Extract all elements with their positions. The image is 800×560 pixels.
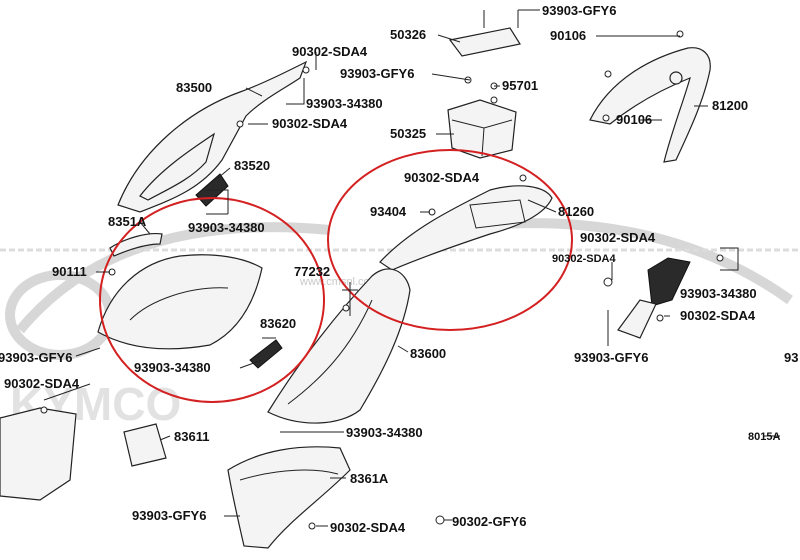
label-90302-sda4-g: 90302-SDA4 [4,376,80,391]
part-83611-plate [123,423,167,467]
label-8351a: 8351A [108,214,147,229]
label-90302-sda4-e: 90302-SDA4 [552,253,616,265]
highlight-circle-center [327,149,573,331]
label-95701: 95701 [502,78,538,93]
watermark-site: www.cmsnl.com [299,276,379,288]
label-93404: 93404 [370,204,407,219]
label-8015a: 8015A [748,431,780,443]
label-93903-34380-c: 93903-34380 [680,286,757,301]
label-93903-gfy6-c: 93903-GFY6 [0,350,72,365]
part-right-bracket [647,257,691,307]
part-left-lower [0,407,77,501]
part-right-lower [617,299,657,339]
label-93-cut: 93 [784,350,798,365]
part-81260-seat-base [379,185,553,271]
label-93903-gfy6-b: 93903-GFY6 [340,66,414,81]
label-81200: 81200 [712,98,748,113]
label-77232: 77232 [294,264,330,279]
label-81260: 81260 [558,204,594,219]
label-90302-sda4-f: 90302-SDA4 [680,308,756,323]
fasteners [40,30,724,530]
label-8361a: 8361A [350,471,389,486]
label-93903-gfy6-d: 93903-GFY6 [574,350,648,365]
part-50326-plate [448,27,521,57]
part-83620 [249,339,283,369]
label-90106-mid: 90106 [616,112,652,127]
label-83620: 83620 [260,316,296,331]
part-8351a-center-cover [97,254,263,350]
label-90302-gfy6: 90302-GFY6 [452,514,526,529]
label-50325: 50325 [390,126,426,141]
leader-lines [43,9,780,527]
label-93903-gfy6-top: 93903-GFY6 [542,3,616,18]
label-83611: 83611 [174,429,209,444]
part-83600-side-cover [267,268,411,424]
label-90111: 90111 [52,264,87,279]
label-83500: 83500 [176,80,212,95]
label-90302-sda4-b: 90302-SDA4 [272,116,348,131]
label-90302-sda4-a: 90302-SDA4 [292,44,368,59]
part-labels: 50326 93903-GFY6 90106 90302-SDA4 93903-… [0,3,798,535]
part-8351a-top-strip [109,233,163,257]
highlight-circle-left [99,197,325,403]
label-83600: 83600 [410,346,446,361]
label-90302-sda4-c: 90302-SDA4 [404,170,480,185]
label-50326: 50326 [390,27,426,42]
part-83500-inner [139,132,216,201]
label-93903-gfy6-e: 93903-GFY6 [132,508,206,523]
label-90106-top: 90106 [550,28,586,43]
label-93903-34380-a: 93903-34380 [306,96,383,111]
label-90302-sda4-d: 90302-SDA4 [580,230,656,245]
label-83520: 83520 [234,158,270,173]
label-90302-sda4-h: 90302-SDA4 [330,520,406,535]
part-50325-box [447,99,517,159]
label-93903-34380-d: 93903-34380 [134,360,211,375]
label-93903-34380-b: 93903-34380 [188,220,265,235]
part-81200-carrier [589,47,711,163]
label-93903-34380-e: 93903-34380 [346,425,423,440]
